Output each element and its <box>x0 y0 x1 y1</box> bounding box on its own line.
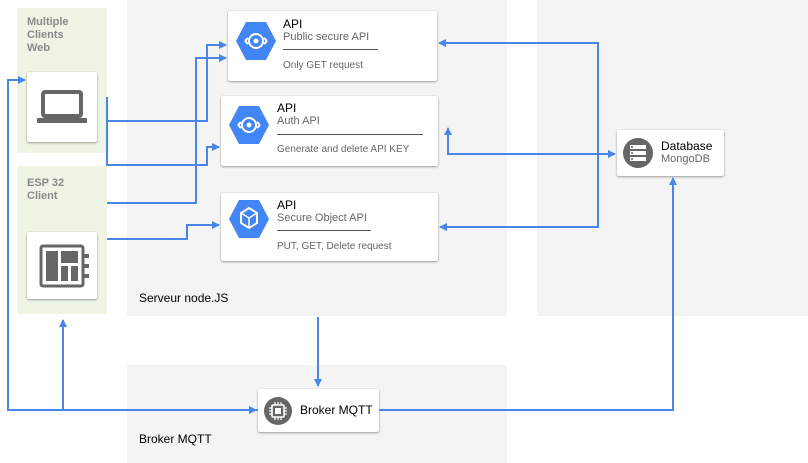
database-icon <box>623 138 653 168</box>
broker-card: Broker MQTT <box>258 389 379 432</box>
api-endpoints-icon <box>229 106 269 144</box>
auth-api-divider <box>277 134 423 135</box>
secure-object-api-card: API Secure Object API PUT, GET, Delete r… <box>221 193 438 261</box>
secure-object-api-note: PUT, GET, Delete request <box>277 241 392 252</box>
database-card: Database MongoDB <box>617 130 724 176</box>
chip-icon <box>264 397 292 425</box>
secure-object-api-subtitle: Secure Object API <box>277 212 367 224</box>
microcontroller-icon <box>39 244 89 288</box>
secure-object-api-title: API <box>277 198 297 212</box>
database-subtitle: MongoDB <box>661 153 710 165</box>
auth-api-card: API Auth API Generate and delete API KEY <box>221 96 438 166</box>
auth-api-subtitle: Auth API <box>277 115 320 127</box>
database-title: Database <box>661 139 713 153</box>
laptop-tile <box>27 72 97 142</box>
esp-client-label: ESP 32 Client <box>27 177 65 202</box>
broker-zone-label: Broker MQTT <box>139 432 212 446</box>
broker-label: Broker MQTT <box>300 403 373 417</box>
secure-object-api-divider <box>277 230 371 231</box>
public-api-note: Only GET request <box>283 60 363 71</box>
auth-api-note: Generate and delete API KEY <box>277 144 410 155</box>
api-endpoints-icon <box>236 22 276 60</box>
public-api-subtitle: Public secure API <box>283 31 370 43</box>
laptop-icon <box>37 90 87 123</box>
public-api-divider <box>283 49 378 50</box>
public-api-title: API <box>283 17 303 31</box>
server-label: Serveur node.JS <box>139 291 229 305</box>
esp32-tile <box>27 232 97 299</box>
public-api-card: API Public secure API Only GET request <box>228 11 437 81</box>
auth-api-title: API <box>277 101 297 115</box>
api-engine-icon <box>229 200 269 238</box>
web-clients-label: Multiple Clients Web <box>27 16 69 54</box>
